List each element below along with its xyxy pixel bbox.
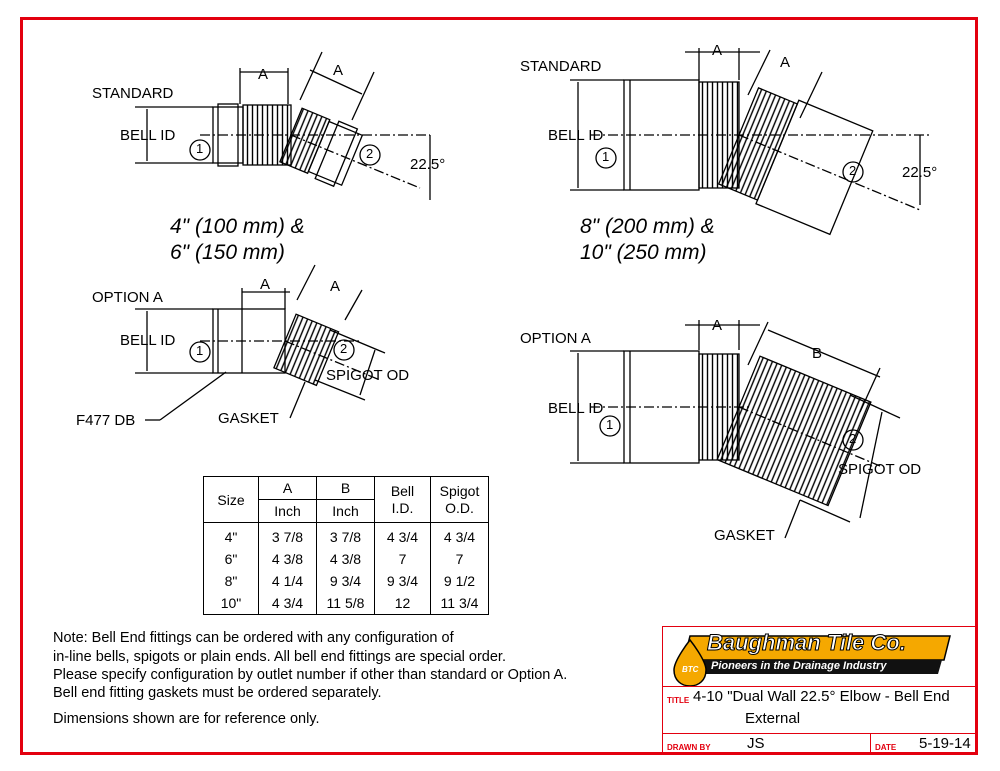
elbow-8-10-standard (570, 48, 930, 236)
outlet-1-label: 1 (196, 141, 204, 156)
spigot-od-label: SPIGOT OD (838, 461, 922, 478)
spigot-od-label: SPIGOT OD (326, 367, 410, 384)
outlet-2-label: 2 (340, 341, 348, 356)
note-line: Dimensions shown are for reference only. (53, 711, 320, 727)
elbow-4-6-option-a (135, 264, 386, 421)
table-unit-a: Inch (258, 499, 317, 523)
bell-id-label: BELL ID (548, 127, 604, 144)
note-line: Note: Bell End fittings can be ordered w… (53, 630, 454, 646)
table-header-a: A (258, 476, 317, 500)
dim-a-label: A (260, 276, 271, 293)
outlet-1-label: 1 (606, 417, 614, 432)
view-label-standard: STANDARD (520, 58, 602, 75)
dim-a-label: A (330, 278, 341, 295)
date-label: DATE (875, 743, 897, 752)
company-tagline: Pioneers in the Drainage Industry (711, 660, 887, 672)
title-label: TITLE (667, 696, 690, 705)
table-unit-b: Inch (316, 499, 375, 523)
outlet-2-label: 2 (366, 146, 374, 161)
dim-b-label: B (812, 345, 823, 362)
note-line: Bell end fitting gaskets must be ordered… (53, 685, 382, 701)
outlet-2-label: 2 (849, 163, 857, 178)
angle-label: 22.5° (410, 156, 446, 173)
date-value: 5-19-14 (919, 735, 971, 752)
note-line: in-line bells, spigots or plain ends. Al… (53, 649, 506, 665)
elbow-4-6-standard (135, 51, 431, 200)
elbow-8-10-option-a (570, 320, 901, 539)
company-logo (673, 635, 951, 687)
f477-db-label: F477 DB (76, 412, 136, 429)
dim-a-label: A (780, 54, 791, 71)
drawn-by-label: DRAWN BY (667, 743, 711, 752)
drawing-border (20, 17, 978, 755)
outlet-2-label: 2 (849, 431, 857, 446)
dim-a-label: A (333, 62, 344, 79)
outlet-1-label: 1 (196, 343, 204, 358)
gasket-label: GASKET (714, 527, 775, 544)
size-caption: 4" (100 mm) & (170, 215, 305, 238)
view-label-option-a: OPTION A (520, 330, 591, 347)
drawn-by-value: JS (747, 735, 765, 752)
dim-a-label: A (258, 66, 269, 83)
dim-a-label: A (712, 317, 723, 334)
size-caption: 6" (150 mm) (170, 241, 285, 264)
table-header-b: B (316, 476, 375, 500)
dim-a-label: A (712, 42, 723, 59)
angle-label: 22.5° (902, 164, 938, 181)
view-label-standard: STANDARD (92, 85, 174, 102)
bell-id-label: BELL ID (548, 400, 604, 417)
company-name: Baughman Tile Co. (707, 630, 907, 656)
outlet-1-label: 1 (602, 149, 610, 164)
gasket-label: GASKET (218, 410, 279, 427)
title-block: Baughman Tile Co. Pioneers in the Draina… (662, 626, 978, 755)
size-caption: 8" (200 mm) & (580, 215, 715, 238)
drawing-title-line2: External (745, 710, 801, 727)
view-label-option-a: OPTION A (92, 289, 163, 306)
note-line: Please specify configuration by outlet n… (53, 667, 568, 683)
bell-id-label: BELL ID (120, 127, 176, 144)
drawing-title: 4-10 "Dual Wall 22.5° Elbow - Bell End (693, 688, 950, 705)
logo-badge: BTC (682, 665, 699, 674)
table-header-size: Size (203, 476, 259, 523)
size-caption: 10" (250 mm) (580, 241, 707, 264)
bell-id-label: BELL ID (120, 332, 176, 349)
